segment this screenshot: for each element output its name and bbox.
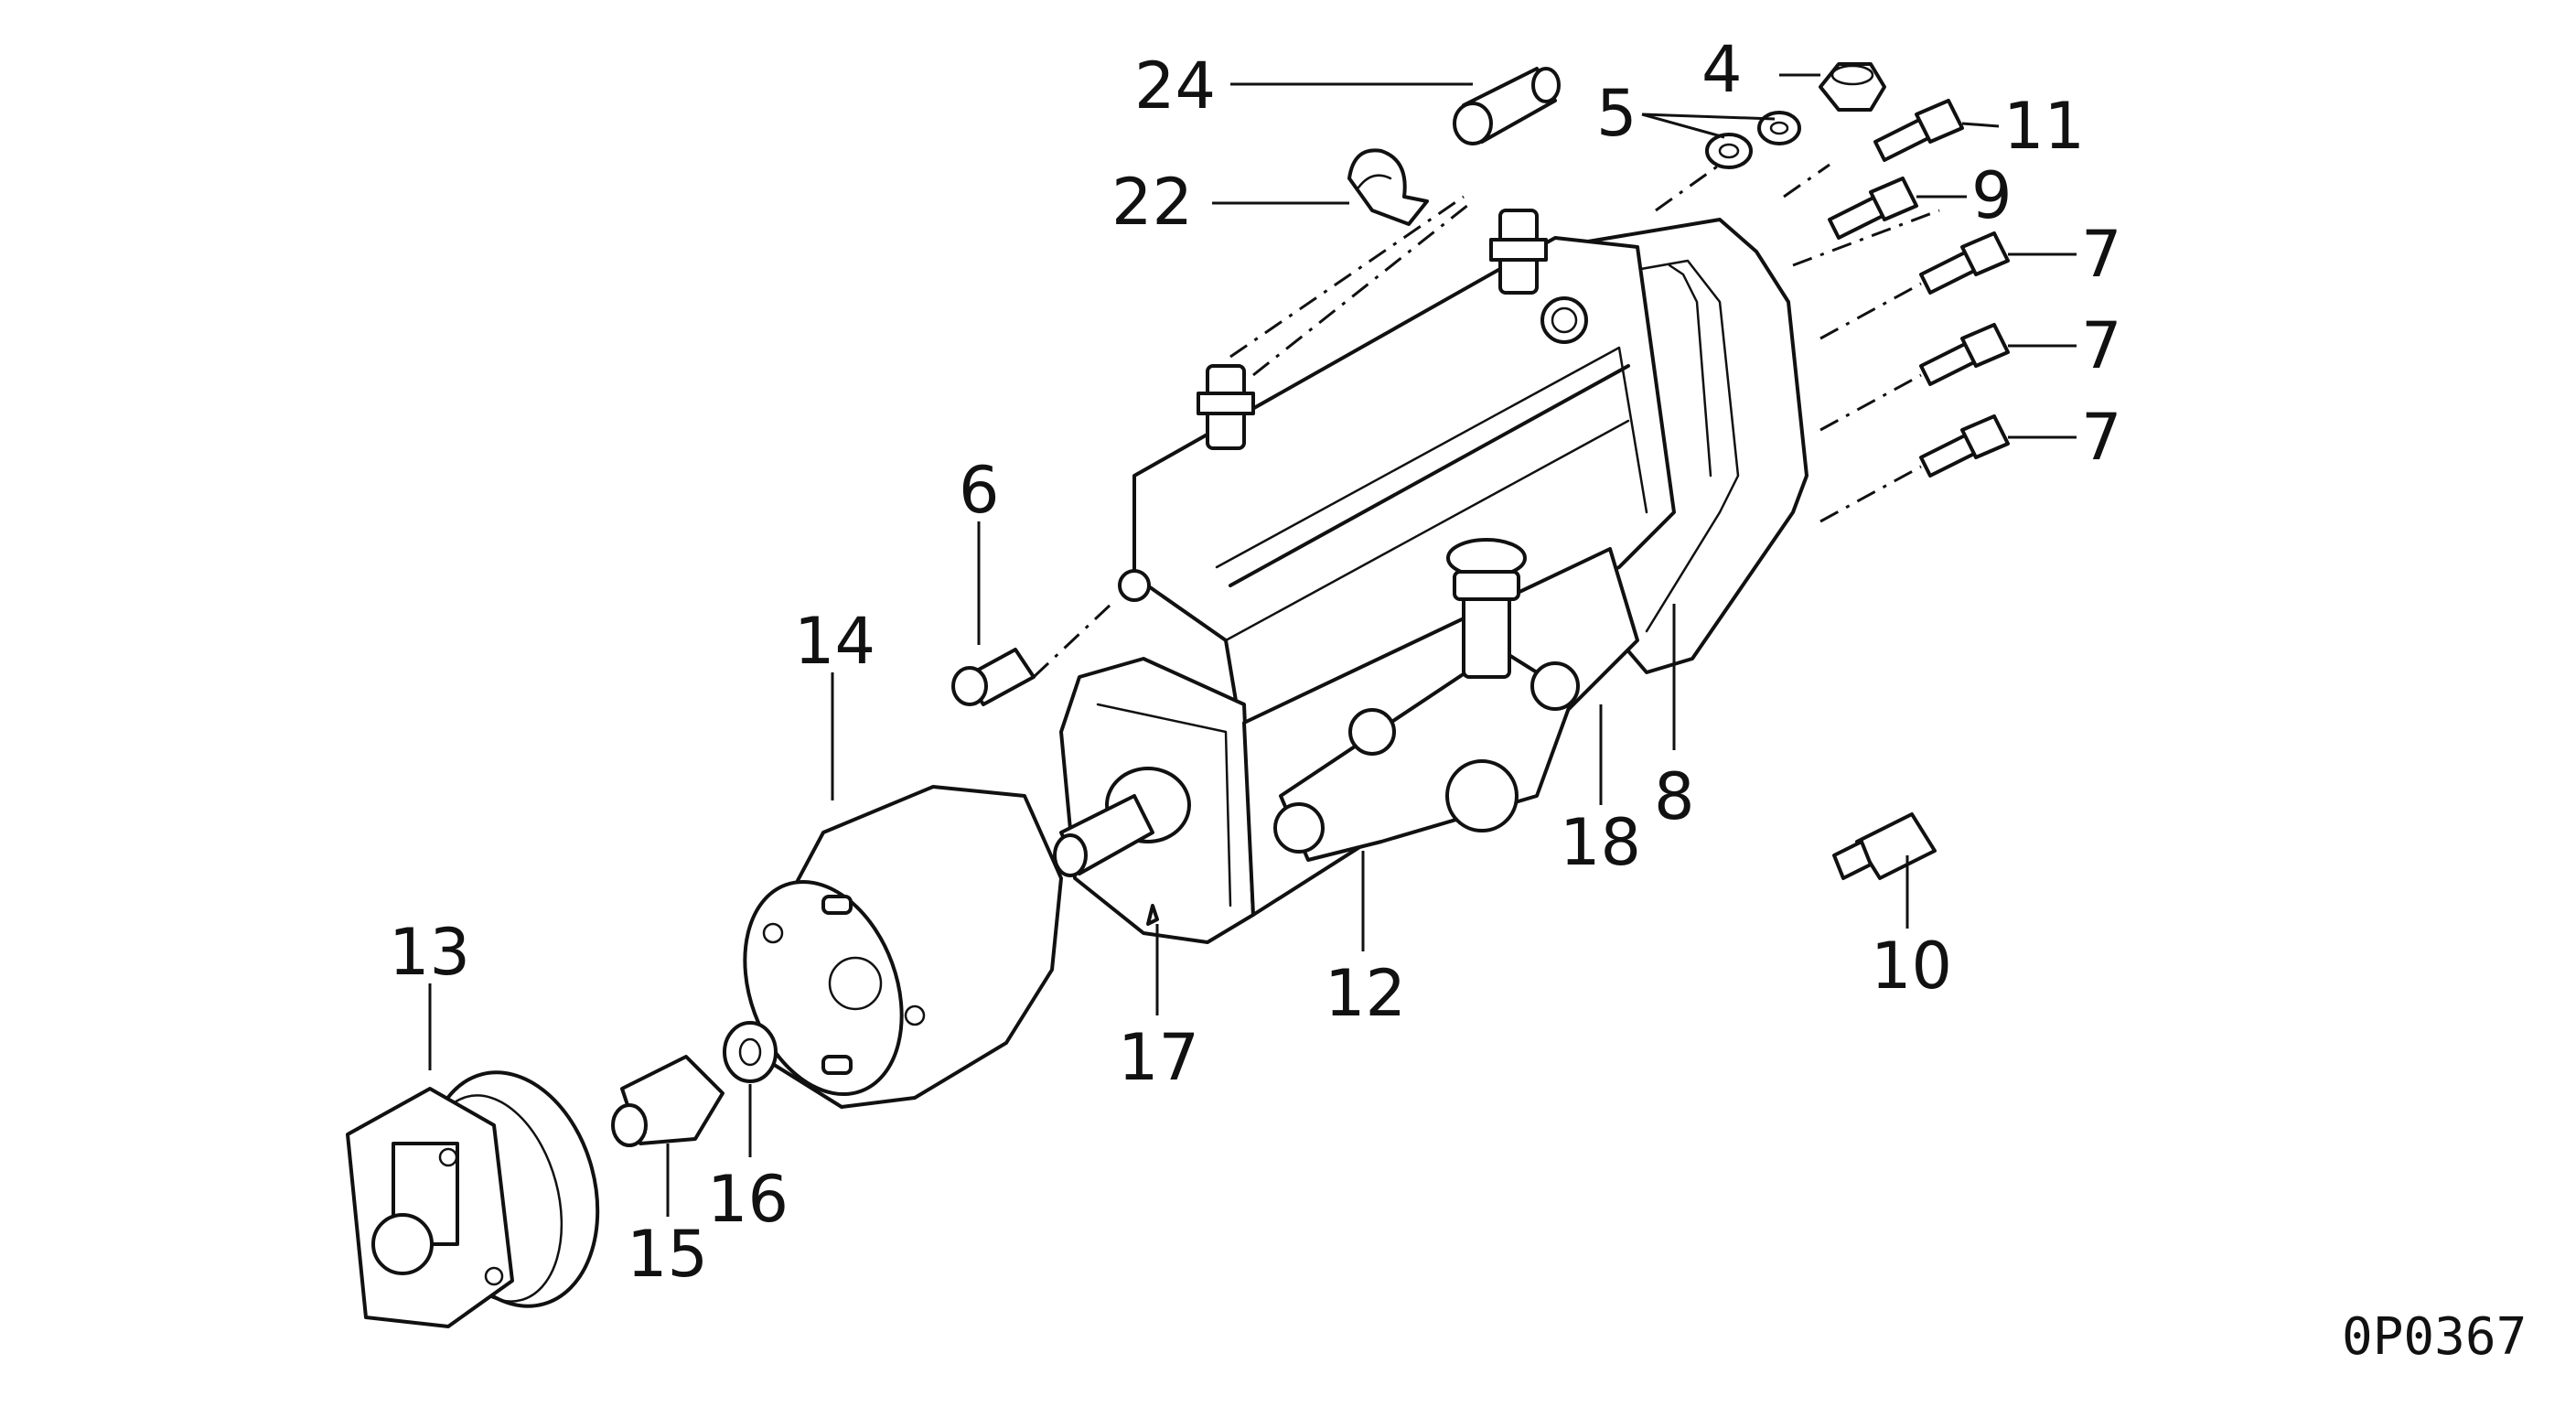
part-11-bolt <box>1873 99 1964 162</box>
callout-17: 17 <box>1118 1020 1199 1095</box>
part-13-drive-hub <box>346 1070 600 1328</box>
part-5-washers <box>1705 111 1801 169</box>
callout-13: 13 <box>389 915 470 990</box>
callout-22: 22 <box>1111 165 1193 240</box>
callout-9: 9 <box>1971 158 2012 233</box>
part-22-clamp <box>1347 148 1429 226</box>
part-10-pin <box>1832 812 1937 880</box>
callout-11: 11 <box>2003 89 2085 164</box>
part-7-bolt-c <box>1919 414 2010 478</box>
callout-24: 24 <box>1134 48 1216 124</box>
banjo-bolts <box>1828 99 2010 478</box>
part-4-plug <box>1819 62 1886 112</box>
callout-18: 18 <box>1560 805 1641 880</box>
injection-pump-body <box>1053 209 1809 944</box>
part-15-nut <box>611 1055 724 1147</box>
part-7-bolt-b <box>1919 323 2010 386</box>
callout-6: 6 <box>959 453 1000 528</box>
part-7-bolt-a <box>1919 231 2010 295</box>
callout-7a: 7 <box>2081 217 2122 292</box>
callout-14: 14 <box>794 604 875 679</box>
part-14-coupling-flange <box>743 785 1063 1109</box>
assembly-lines <box>1032 163 1940 679</box>
callout-labels: 24 4 5 11 22 9 7 7 7 6 14 18 8 10 13 17 … <box>389 32 2527 1367</box>
callout-4: 4 <box>1701 32 1743 107</box>
callout-8: 8 <box>1654 759 1695 834</box>
callout-5: 5 <box>1596 76 1637 151</box>
part-6-plug <box>951 648 1036 706</box>
callout-16: 16 <box>707 1162 789 1237</box>
drawing-code: 0P0367 <box>2342 1307 2527 1367</box>
callout-12: 12 <box>1325 956 1406 1031</box>
part-9-bolt <box>1828 177 1918 240</box>
callout-15: 15 <box>627 1217 708 1292</box>
part-24-sleeve <box>1453 67 1561 145</box>
callout-7b: 7 <box>2081 308 2122 383</box>
callout-7c: 7 <box>2081 400 2122 475</box>
callout-10: 10 <box>1871 929 1952 1004</box>
leader-lines <box>428 73 2077 1217</box>
part-16-washer <box>723 1021 778 1083</box>
